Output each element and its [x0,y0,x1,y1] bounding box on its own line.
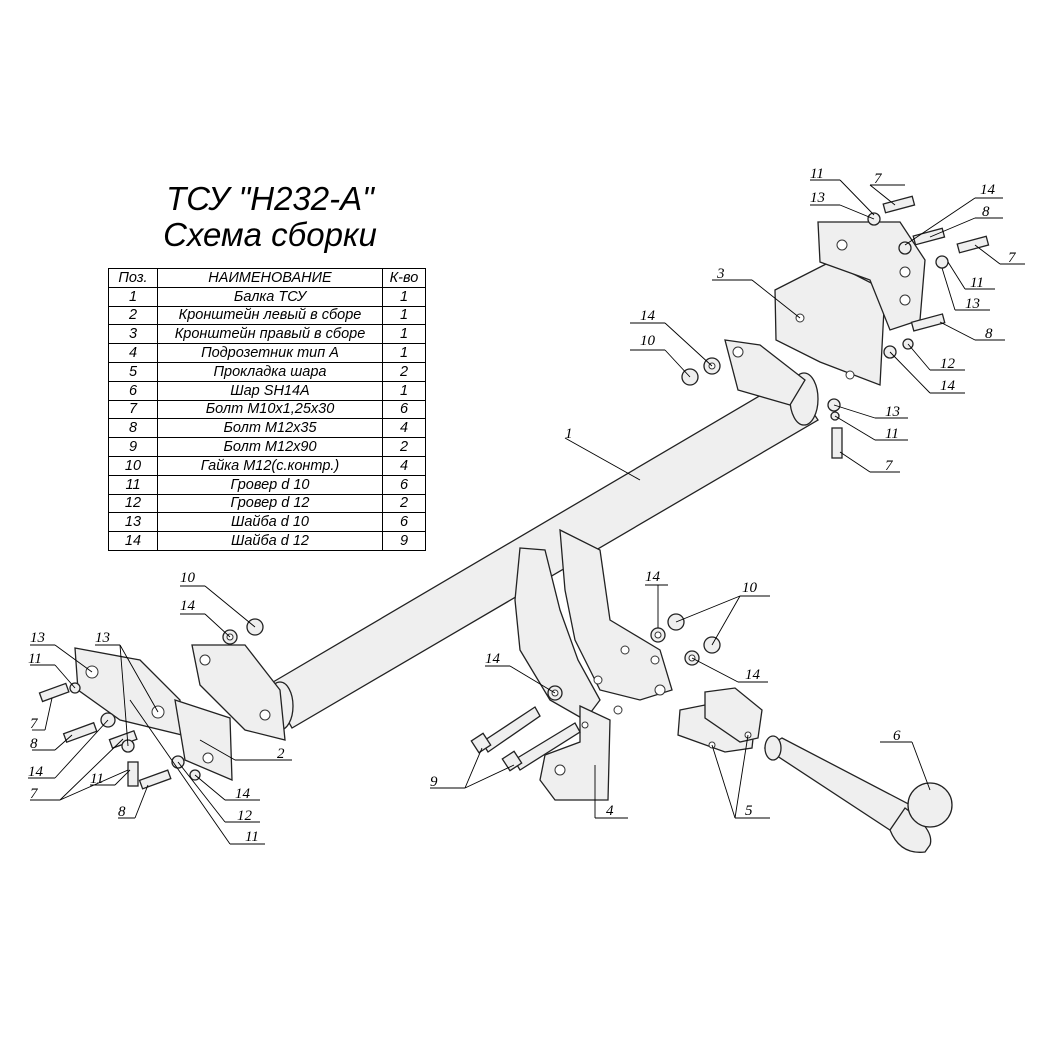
callout-4: 4 [606,803,614,819]
callout-11: 11 [90,771,104,787]
callout-7: 7 [30,716,39,732]
socket-plate [539,704,611,801]
cell-pos: 11 [108,474,158,495]
callout-14: 14 [940,378,956,394]
callout-14: 14 [180,598,196,614]
callout-13: 13 [810,190,825,206]
callout-10: 10 [180,570,196,586]
leader-lines [28,179,1025,845]
callout-12: 12 [237,808,253,824]
callout-labels: 1 2 3 4 5 6 7 7 7 7 7 8 8 8 8 9 10 10 10… [28,166,1017,845]
callout-7: 7 [1008,250,1017,266]
ball-shims [677,687,763,753]
callout-9: 9 [430,774,438,790]
callout-11: 11 [28,651,42,667]
callout-13: 13 [965,296,980,312]
callout-7: 7 [874,171,883,187]
callout-8: 8 [118,804,126,820]
callout-14: 14 [235,786,251,802]
long-bolts [470,706,581,772]
callout-2: 2 [277,746,285,762]
callout-8: 8 [30,736,38,752]
callout-7: 7 [885,458,894,474]
callout-13: 13 [30,630,45,646]
right-bracket [724,221,926,406]
parts-table-header: Поз. НАИМЕНОВАНИЕ К-во [108,268,426,288]
callout-11: 11 [810,166,824,182]
callout-11: 11 [245,829,259,845]
cell-qty: 2 [382,361,426,382]
callout-13: 13 [95,630,110,646]
cell-name: Шар SH14A [157,380,383,401]
callout-14: 14 [980,182,996,198]
callout-7: 7 [30,786,39,802]
cell-qty: 4 [382,455,426,476]
callout-14: 14 [745,667,761,683]
callout-14: 14 [640,308,656,324]
cell-name: Болт М12х90 [157,437,383,457]
tow-ball [763,735,953,853]
callout-14: 14 [485,651,501,667]
cell-name: Подрозетник тип А [157,343,383,363]
callout-3: 3 [716,266,725,282]
callout-13: 13 [885,404,900,420]
callout-8: 8 [982,204,990,220]
left-bracket [74,644,286,781]
cell-name: Прокладка шара [157,361,383,382]
callout-11: 11 [970,275,984,291]
callout-14: 14 [28,764,44,780]
callout-10: 10 [742,580,758,596]
cell-name: Кронштейн левый в сборе [157,305,383,326]
cell-qty: 9 [382,531,426,551]
callout-5: 5 [745,803,753,819]
callout-11: 11 [885,426,899,442]
cell-name: Гайка М12(с.контр.) [157,455,383,476]
callout-14: 14 [645,569,661,585]
callout-1: 1 [565,426,573,442]
callout-10: 10 [640,333,656,349]
drawing-subtitle: Схема сборки [163,216,377,253]
callout-8: 8 [985,326,993,342]
callout-12: 12 [940,356,956,372]
header-pos: Поз. [108,268,158,288]
callout-6: 6 [893,728,901,744]
drawing-title: ТСУ "H232-A" [166,180,374,217]
hitch-plates [514,528,673,721]
